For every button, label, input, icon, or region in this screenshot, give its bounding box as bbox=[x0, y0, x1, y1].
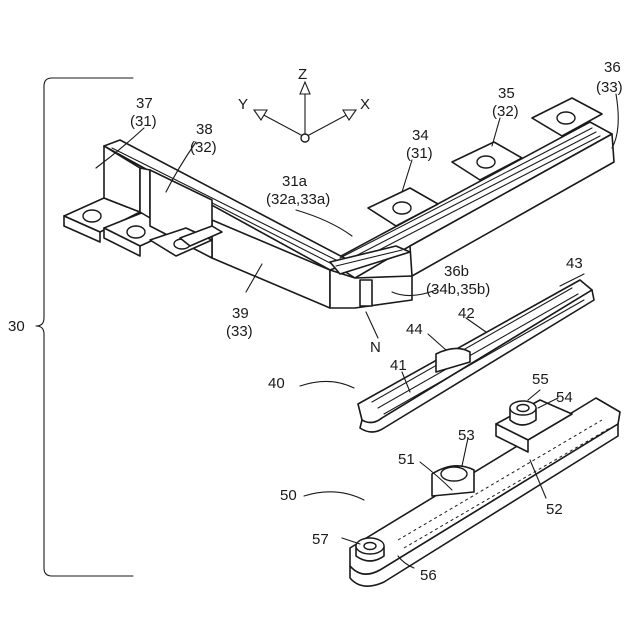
label-54: 54 bbox=[556, 389, 573, 406]
label-38: 38 bbox=[196, 121, 213, 138]
label-50: 50 bbox=[280, 487, 297, 504]
label-34: 34 bbox=[412, 127, 429, 144]
label-n: N bbox=[370, 339, 381, 356]
label-36: 36 bbox=[604, 59, 621, 76]
label-37: 37 bbox=[136, 95, 153, 112]
label-42: 42 bbox=[458, 305, 475, 322]
axis-z-label: Z bbox=[298, 66, 307, 83]
label-41: 41 bbox=[390, 357, 407, 374]
axis-x-label: X bbox=[360, 96, 370, 113]
label-57: 57 bbox=[312, 531, 329, 548]
label-55: 55 bbox=[532, 371, 549, 388]
label-56: 56 bbox=[420, 567, 437, 584]
label-40: 40 bbox=[268, 375, 285, 392]
label-39: 39 bbox=[232, 305, 249, 322]
axis-y-label: Y bbox=[238, 96, 248, 113]
coordinate-axes bbox=[254, 82, 356, 142]
label-52: 52 bbox=[546, 501, 563, 518]
label-35-sub: (32) bbox=[492, 103, 519, 120]
label-51: 51 bbox=[398, 451, 415, 468]
label-36b-sub: (34b,35b) bbox=[426, 281, 490, 298]
label-37-sub: (31) bbox=[130, 113, 157, 130]
label-35: 35 bbox=[498, 85, 515, 102]
label-38-sub: (32) bbox=[190, 139, 217, 156]
label-44: 44 bbox=[406, 321, 423, 338]
label-36-sub: (33) bbox=[596, 79, 623, 96]
label-31a: 31a bbox=[282, 173, 308, 190]
label-43: 43 bbox=[566, 255, 583, 272]
label-30: 30 bbox=[8, 318, 25, 335]
label-34-sub: (31) bbox=[406, 145, 433, 162]
label-31a-sub: (32a,33a) bbox=[266, 191, 330, 208]
label-39-sub: (33) bbox=[226, 323, 253, 340]
cover-50 bbox=[350, 398, 620, 586]
label-53: 53 bbox=[458, 427, 475, 444]
label-36b: 36b bbox=[444, 263, 469, 280]
